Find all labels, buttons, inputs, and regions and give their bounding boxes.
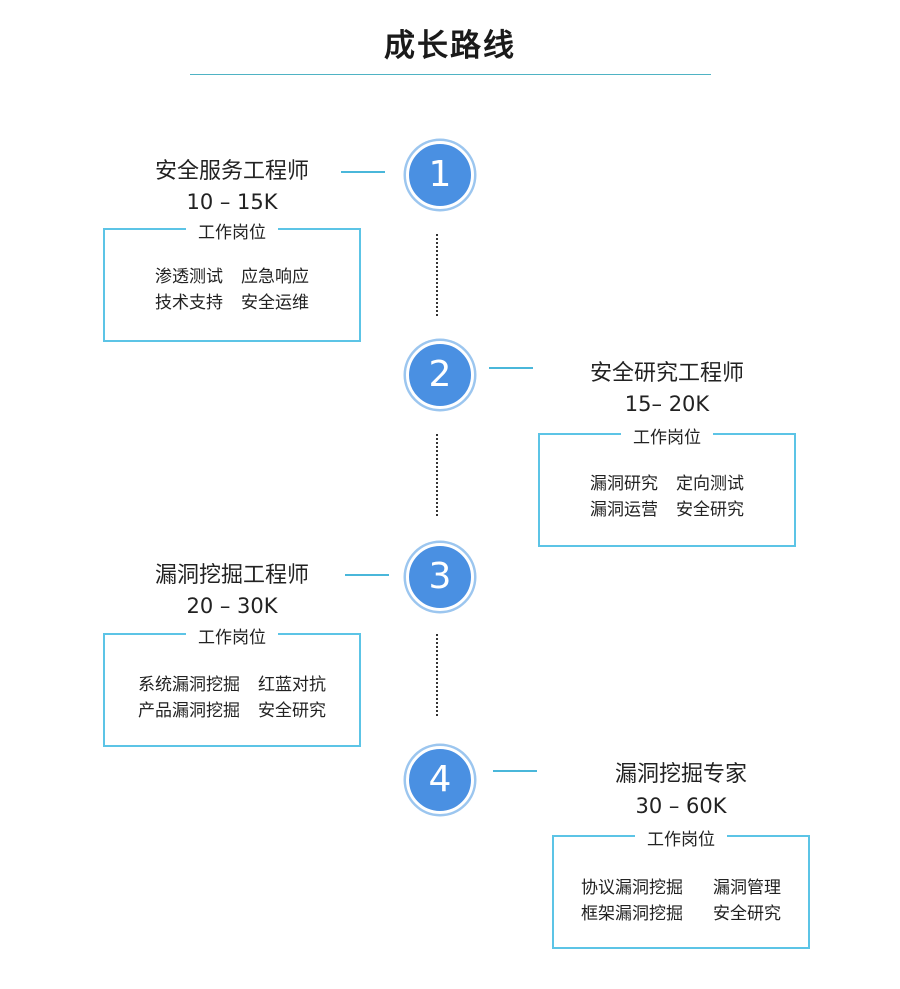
stage-3-node: 3 (406, 543, 474, 611)
stage-2-duty-row-1: 漏洞研究定向测试 (540, 469, 794, 494)
title-underline (190, 74, 711, 75)
stage-1-duty-row-1: 渗透测试应急响应 (105, 262, 359, 287)
stage-3-duty: 红蓝对抗 (258, 675, 326, 695)
stage-3-duty: 安全研究 (258, 701, 326, 721)
stage-4-box-label: 工作岗位 (635, 825, 727, 850)
page-title: 成长路线 (384, 28, 516, 64)
timeline-dots-2 (436, 434, 438, 516)
stage-4-connector (493, 770, 537, 772)
stage-1-duty: 应急响应 (241, 267, 309, 287)
stage-2-duty: 漏洞运营 (590, 500, 658, 520)
stage-4-salary: 30 – 60K (635, 794, 727, 818)
stage-1-duty: 安全运维 (241, 293, 309, 313)
timeline-dots-1 (436, 234, 438, 316)
stage-2-duty: 漏洞研究 (590, 474, 658, 494)
stage-2-duty: 安全研究 (676, 500, 744, 520)
stage-2-box-label: 工作岗位 (621, 423, 713, 448)
stage-3-role: 漏洞挖掘工程师 (154, 563, 309, 588)
stage-2-salary: 15– 20K (624, 392, 710, 416)
stage-4-duty: 框架漏洞挖掘 (581, 904, 683, 924)
stage-4-duty-row-1: 协议漏洞挖掘 漏洞管理 (554, 873, 808, 898)
stage-3-duty-row-1: 系统漏洞挖掘红蓝对抗 (105, 670, 359, 695)
stage-1-node: 1 (406, 141, 474, 209)
stage-4-duty: 协议漏洞挖掘 (581, 878, 683, 898)
stage-3-salary: 20 – 30K (186, 594, 278, 618)
stage-2-duty-row-2: 漏洞运营安全研究 (540, 495, 794, 520)
stage-2-duties-box: 工作岗位 漏洞研究定向测试 漏洞运营安全研究 (538, 423, 796, 547)
stage-1-duty: 技术支持 (155, 293, 223, 313)
stage-3-duty: 产品漏洞挖掘 (138, 701, 240, 721)
stage-4-duty: 安全研究 (713, 904, 781, 924)
stage-1-connector (341, 171, 385, 173)
stage-1-role: 安全服务工程师 (154, 159, 309, 184)
stage-3-duty: 系统漏洞挖掘 (138, 675, 240, 695)
stage-2-connector (489, 367, 533, 369)
stage-1-salary: 10 – 15K (186, 190, 278, 214)
timeline-dots-3 (436, 634, 438, 716)
stage-4-role: 漏洞挖掘专家 (614, 762, 747, 787)
stage-2-duty: 定向测试 (676, 474, 744, 494)
stage-1-duties-box: 工作岗位 渗透测试应急响应 技术支持安全运维 (103, 218, 361, 342)
stage-4-duty: 漏洞管理 (713, 878, 781, 898)
stage-1-duty-row-2: 技术支持安全运维 (105, 288, 359, 313)
stage-4-duty-row-2: 框架漏洞挖掘 安全研究 (554, 899, 808, 924)
stage-4-duties-box: 工作岗位 协议漏洞挖掘 漏洞管理 框架漏洞挖掘 安全研究 (552, 825, 810, 949)
stage-1-duty: 渗透测试 (155, 267, 223, 287)
stage-3-box-label: 工作岗位 (186, 623, 278, 648)
stage-3-connector (345, 574, 389, 576)
stage-3-duty-row-2: 产品漏洞挖掘安全研究 (105, 696, 359, 721)
stage-2-node: 2 (406, 341, 474, 409)
stage-2-role: 安全研究工程师 (589, 361, 744, 386)
stage-4-node: 4 (406, 746, 474, 814)
stage-1-box-label: 工作岗位 (186, 218, 278, 243)
stage-3-duties-box: 工作岗位 系统漏洞挖掘红蓝对抗 产品漏洞挖掘安全研究 (103, 623, 361, 747)
